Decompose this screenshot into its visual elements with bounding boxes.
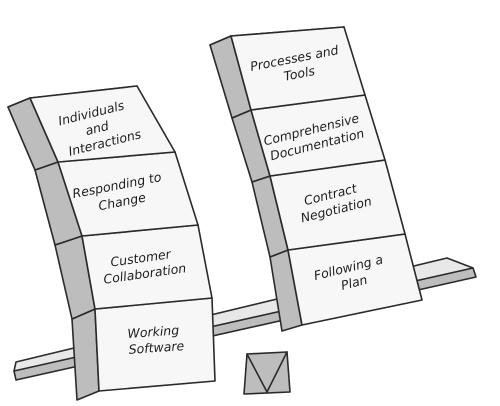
right-block-following-a-plan: Following a Plan <box>269 233 423 332</box>
left-block-customer-collaboration: Customer Collaboration <box>54 224 213 320</box>
right-block-contract-negotiation: Contract Negotiation <box>251 159 406 258</box>
left-block-4-line-2: Software <box>128 338 185 357</box>
right-block-comprehensive-documentation: Comprehensive Documentation <box>231 94 386 183</box>
left-block-4-line-1: Working <box>127 322 180 341</box>
left-stack: Working Software Customer Collaboration … <box>7 85 216 401</box>
left-block-1-line-2: and <box>84 118 111 138</box>
left-block-individuals-and-interactions: Individuals and Interactions <box>7 85 176 171</box>
right-block-4-line-2: Plan <box>339 272 369 293</box>
right-block-processes-and-tools: Processes and Tools <box>209 26 366 119</box>
left-block-4-label: Working Software <box>127 322 185 357</box>
right-stack: Following a Plan Contract Negotiation Co… <box>209 26 423 332</box>
left-block-working-software: Working Software <box>71 297 216 401</box>
fulcrum <box>243 351 291 395</box>
right-block-1-line-2: Tools <box>282 63 316 84</box>
